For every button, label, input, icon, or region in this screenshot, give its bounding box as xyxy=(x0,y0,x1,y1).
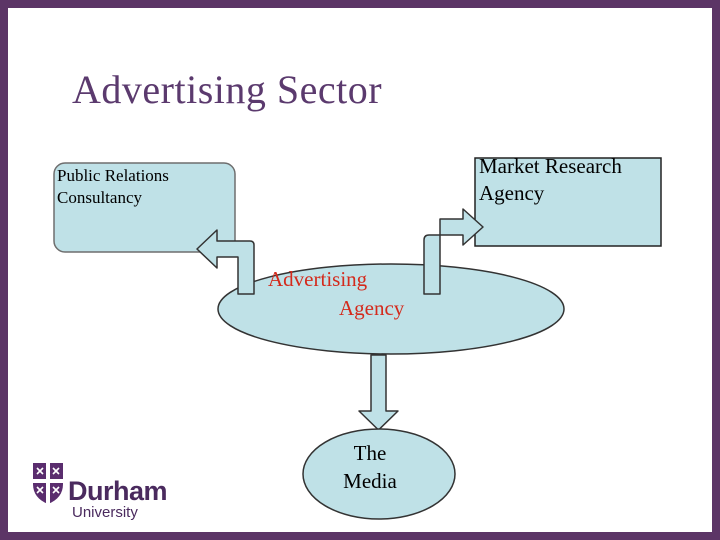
media-circle xyxy=(302,428,456,520)
crest-icon xyxy=(33,463,63,504)
agency-ellipse xyxy=(217,263,565,355)
slide-title: Advertising Sector xyxy=(72,67,383,112)
mr-box-label: Market Research Agency xyxy=(479,154,622,206)
arrow-to-pr xyxy=(196,229,255,295)
mr-box xyxy=(474,157,662,247)
media-label: The Media xyxy=(343,441,397,494)
logo-subtitle: University xyxy=(72,504,138,521)
logo-name: Durham xyxy=(68,476,168,506)
arrow-to-mr xyxy=(423,208,484,295)
pr-box-label: Public Relations Consultancy xyxy=(57,166,169,207)
arrow-to-media xyxy=(358,354,399,431)
university-logo: Durham University xyxy=(30,460,168,521)
pr-box xyxy=(53,162,236,253)
agency-label: Advertising Agency xyxy=(268,267,405,321)
